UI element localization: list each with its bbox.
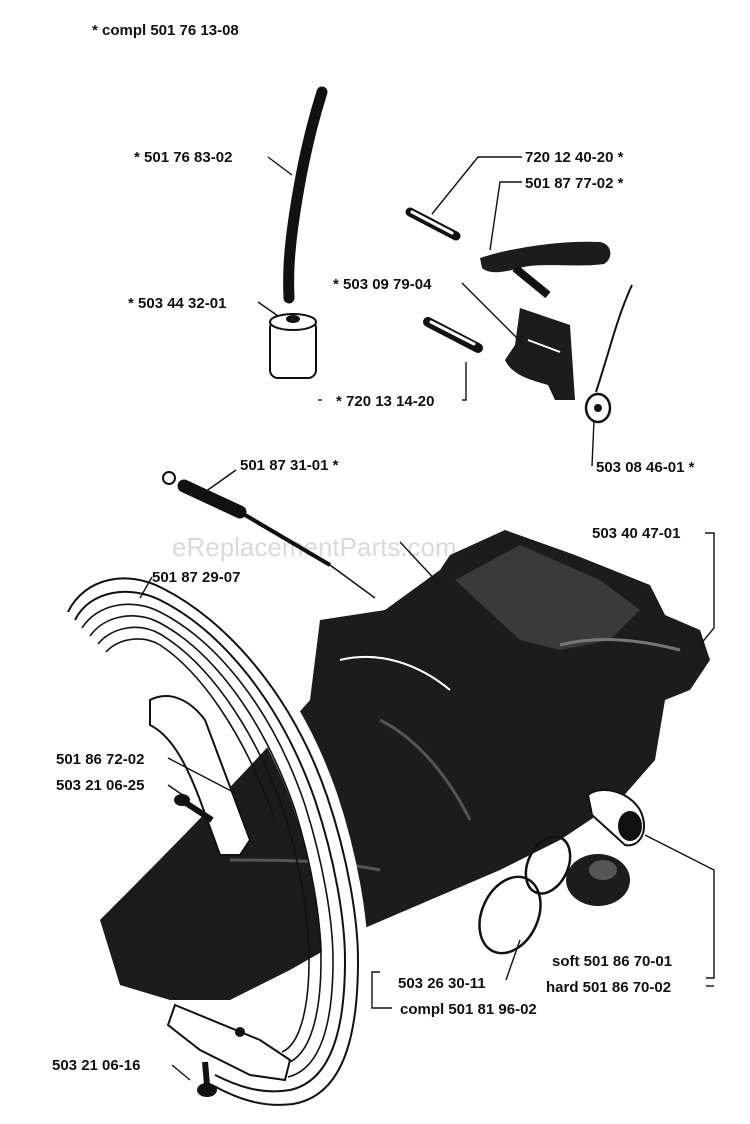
spring-wire-part [595, 284, 633, 393]
handle-bracket-part [149, 695, 252, 856]
label-bracket: 501 86 72-02 [56, 751, 144, 768]
label-trigger-lever: * 503 09 79-04 [333, 276, 432, 293]
label-compl-top: * compl 501 76 13-08 [92, 22, 239, 39]
label-pin-upper: 720 12 40-20 * [525, 149, 624, 166]
label-hose: * 501 76 83-02 [134, 149, 232, 166]
label-hard-plug: hard 501 86 70-02 [546, 979, 671, 996]
label-handle: 501 87 29-07 [152, 569, 240, 586]
trigger-lever-part [505, 308, 575, 400]
label-oring: 503 26 30-11 [398, 975, 486, 992]
bushing-part [586, 789, 645, 847]
fuel-filter-part [269, 313, 317, 379]
leader-lines [139, 156, 715, 1081]
label-clip: 503 08 46-01 * [596, 459, 695, 476]
mount-plate-part [166, 1003, 292, 1082]
label-pin-lower: * 720 13 14-20 [336, 393, 434, 410]
throttle-trigger-part [480, 241, 611, 273]
main-housing-part [100, 530, 710, 1000]
label-body: 503 40 47-01 [592, 525, 680, 542]
oring-part [478, 835, 572, 955]
nut-part [162, 471, 176, 485]
label-soft-plug: soft 501 86 70-01 [552, 953, 672, 970]
cap-part [566, 854, 630, 906]
label-compl-bottom: compl 501 81 96-02 [400, 1001, 537, 1018]
label-filter: * 503 44 32-01 [128, 295, 226, 312]
lower-screw-part [197, 1061, 217, 1097]
label-rod: 501 87 31-01 * [240, 457, 339, 474]
label-trigger: 501 87 77-02 * [525, 175, 624, 192]
label-screw-upper: 503 21 06-25 [56, 777, 144, 794]
rod-part [177, 479, 376, 599]
label-screw-lower: 503 21 06-16 [52, 1057, 140, 1074]
fuel-hose-part [283, 86, 328, 304]
front-handle-part [54, 568, 369, 1115]
